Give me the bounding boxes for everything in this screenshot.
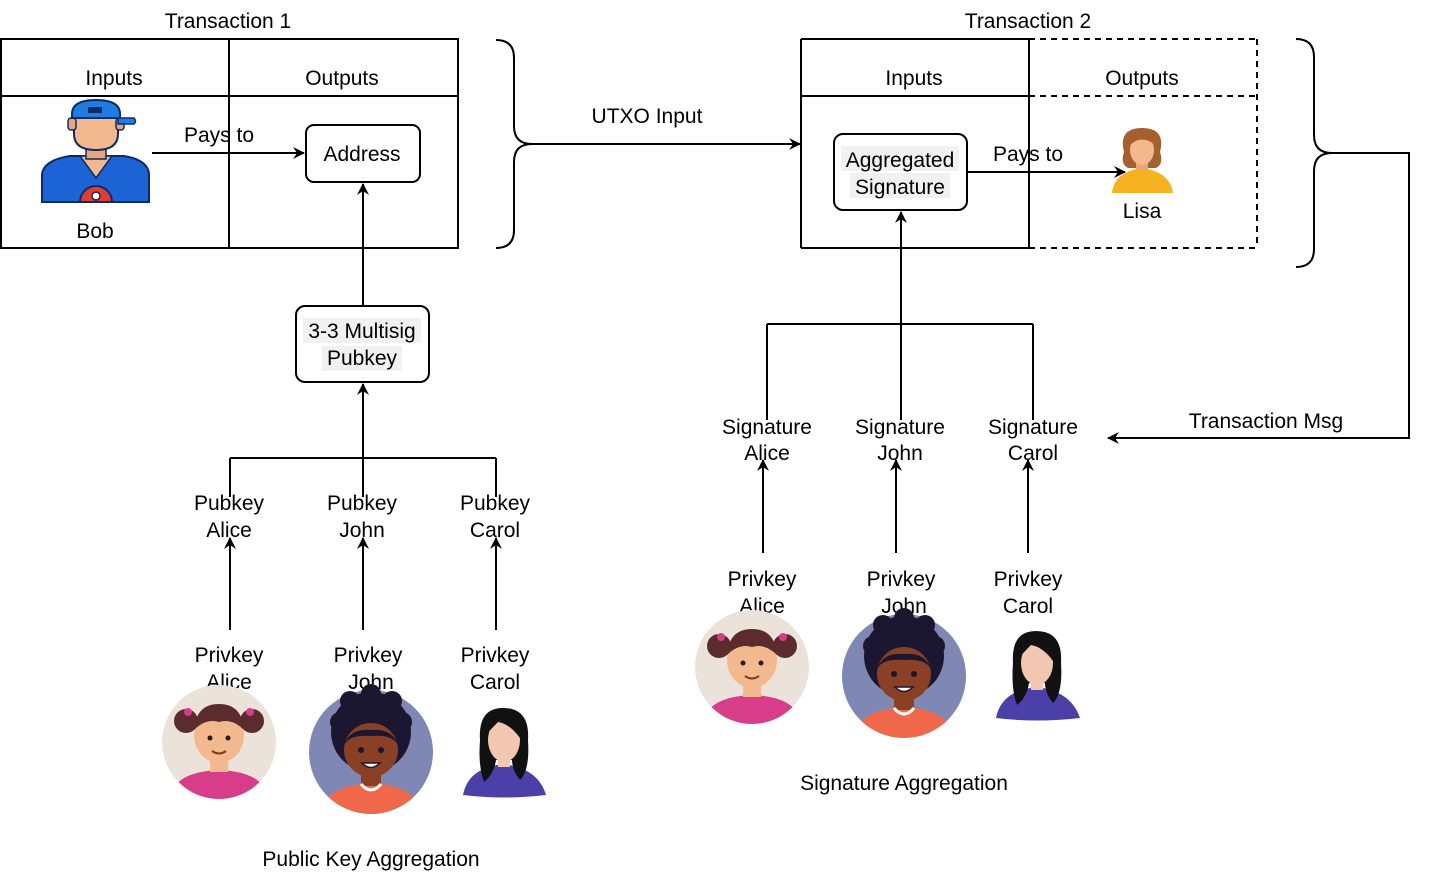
transaction2-inputs-header: Inputs: [885, 67, 942, 90]
svg-text:Carol: Carol: [1008, 442, 1058, 465]
svg-text:John: John: [881, 595, 927, 618]
svg-text:Alice: Alice: [206, 519, 252, 542]
transaction1-box: [0, 38, 459, 249]
svg-text:Pubkey: Pubkey: [460, 492, 531, 515]
svg-text:Carol: Carol: [470, 519, 520, 542]
aggregated-signature-line1: Aggregated: [846, 149, 955, 172]
bob-label: Bob: [76, 220, 113, 243]
transaction2-outputs-box: [1029, 38, 1258, 249]
john-avatar-icon: [842, 608, 966, 738]
carol-avatar-icon: [463, 708, 546, 798]
svg-text:Signature: Signature: [722, 416, 812, 439]
transaction2-title: Transaction 2: [965, 10, 1091, 33]
transaction1-inputs-header: Inputs: [85, 67, 142, 90]
transaction1-outputs-header: Outputs: [305, 67, 379, 90]
svg-text:John: John: [339, 519, 385, 542]
address-box: [305, 124, 421, 183]
privkey-john-right: Privkey John: [867, 568, 936, 618]
pays-to-label-t1: Pays to: [184, 124, 254, 147]
signature-john: Signature John: [855, 416, 945, 465]
privkey-carol-left: Privkey Carol: [461, 644, 530, 694]
privkey-carol-right: Privkey Carol: [994, 568, 1063, 618]
address-label: Address: [323, 143, 400, 166]
carol-avatar-icon: [996, 631, 1080, 721]
svg-text:John: John: [348, 671, 394, 694]
pubkey-carol: Pubkey Carol: [460, 492, 531, 542]
bob-avatar-icon: [41, 98, 150, 203]
aggregated-signature-line2: Signature: [855, 176, 945, 199]
svg-text:Privkey: Privkey: [195, 644, 264, 667]
transaction1-brace: [495, 39, 533, 249]
svg-text:Signature: Signature: [855, 416, 945, 439]
lisa-label: Lisa: [1123, 200, 1162, 223]
signature-alice: Signature Alice: [722, 416, 812, 465]
pubkey-alice: Pubkey Alice: [194, 492, 265, 542]
signature-carol: Signature Carol: [988, 416, 1078, 465]
privkey-john-left: Privkey John: [334, 644, 403, 694]
svg-text:Privkey: Privkey: [334, 644, 403, 667]
transaction2-brace: [1295, 38, 1333, 268]
public-key-aggregation-caption: Public Key Aggregation: [262, 848, 479, 871]
privkey-alice-right: Privkey Alice: [728, 568, 797, 618]
alice-avatar-icon: [162, 685, 276, 799]
transaction2-inputs-box: [800, 38, 1030, 249]
svg-text:Carol: Carol: [1003, 595, 1053, 618]
svg-text:Pubkey: Pubkey: [327, 492, 398, 515]
svg-text:Signature: Signature: [988, 416, 1078, 439]
multisig-line1: 3-3 Multisig: [308, 320, 415, 343]
signature-aggregation-caption: Signature Aggregation: [800, 772, 1008, 795]
transaction1-title: Transaction 1: [165, 10, 291, 33]
svg-text:Pubkey: Pubkey: [194, 492, 265, 515]
transaction-msg-label: Transaction Msg: [1189, 410, 1343, 433]
pubkey-john: Pubkey John: [327, 492, 398, 542]
svg-text:Alice: Alice: [744, 442, 790, 465]
transaction-msg-arrow: [1107, 152, 1410, 444]
signature-branch-connectors: [766, 323, 1034, 420]
pays-to-label-t2: Pays to: [993, 143, 1063, 166]
transaction2-outputs-header: Outputs: [1105, 67, 1179, 90]
alice-avatar-icon: [695, 610, 809, 724]
svg-text:John: John: [877, 442, 923, 465]
john-avatar-icon: [309, 684, 433, 814]
svg-text:Carol: Carol: [470, 671, 520, 694]
multisig-line2: Pubkey: [327, 347, 398, 370]
lisa-avatar-icon: [1112, 128, 1173, 193]
svg-text:Privkey: Privkey: [994, 568, 1063, 591]
svg-text:Privkey: Privkey: [867, 568, 936, 591]
svg-text:Privkey: Privkey: [461, 644, 530, 667]
utxo-input-label: UTXO Input: [592, 105, 703, 128]
svg-text:Privkey: Privkey: [728, 568, 797, 591]
